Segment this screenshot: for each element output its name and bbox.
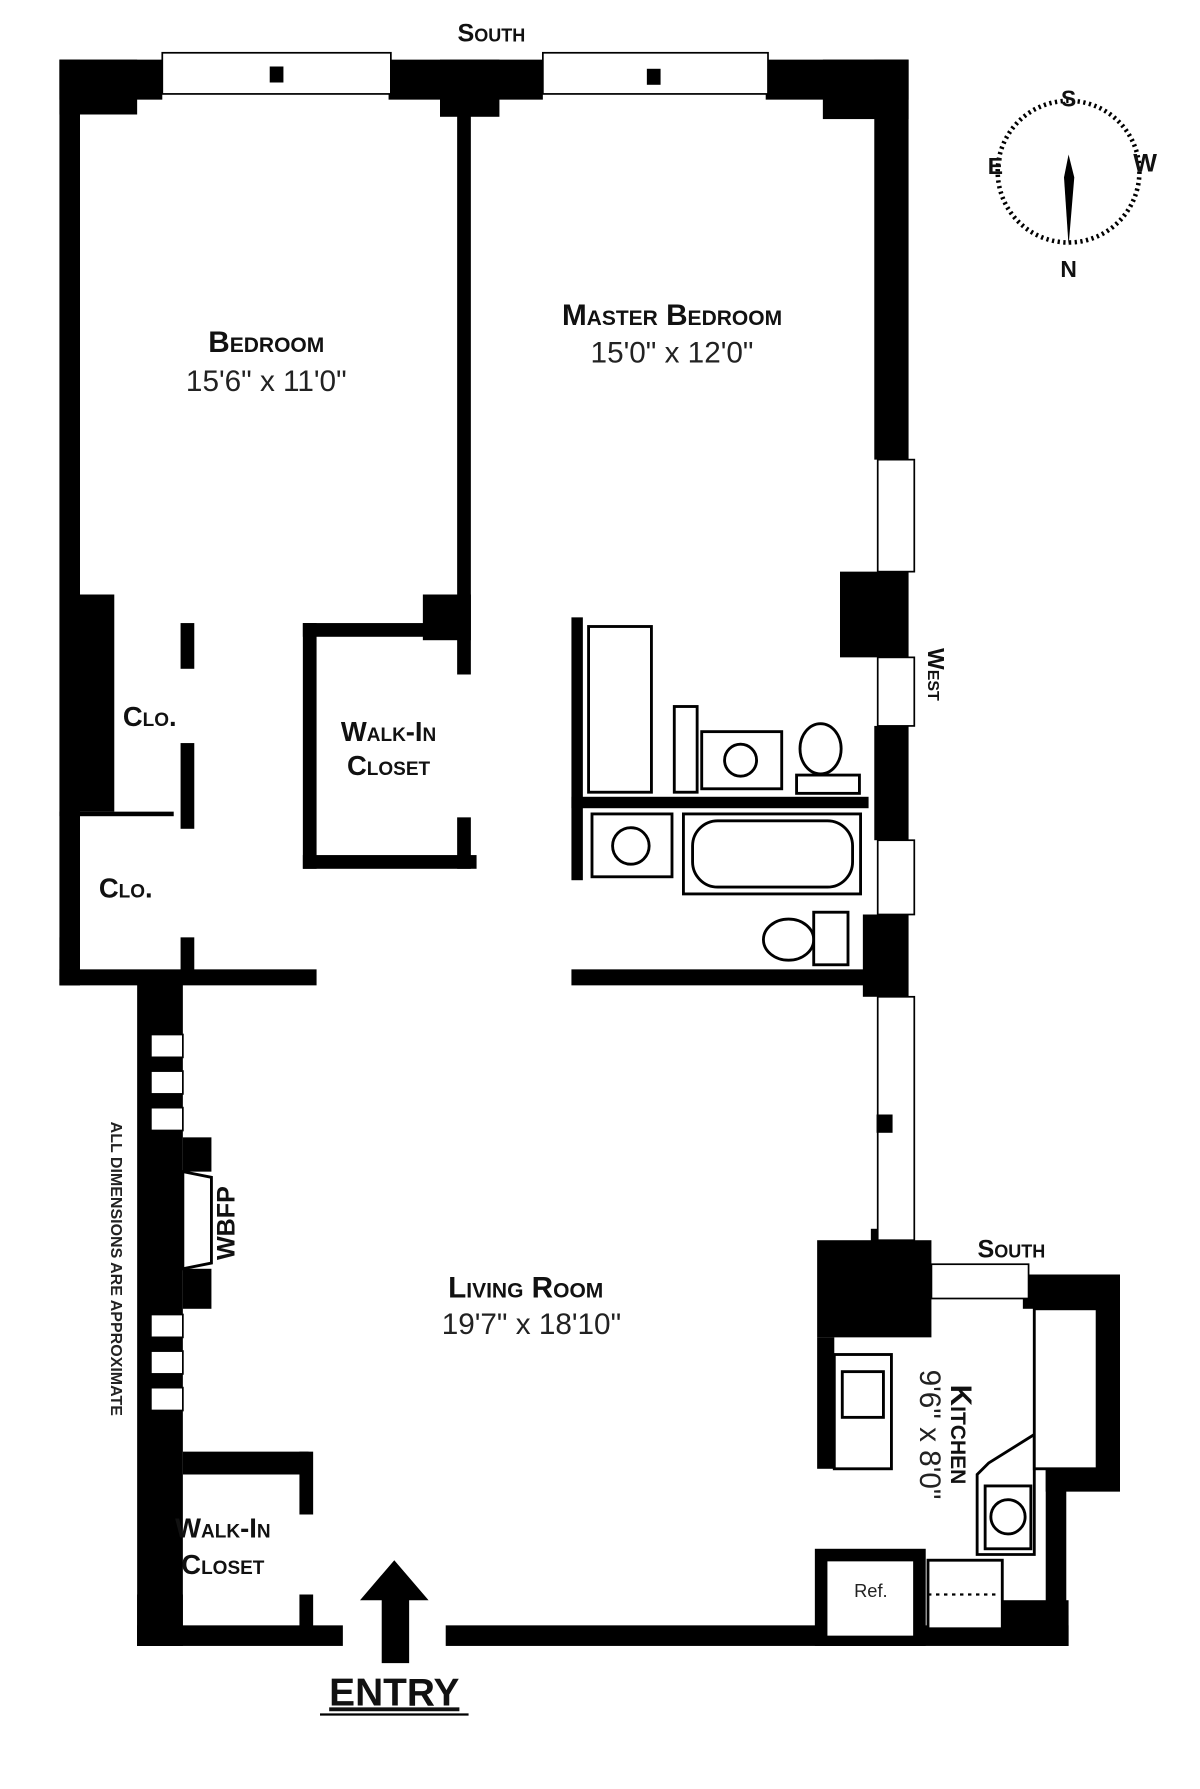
compass-west: W: [1133, 150, 1157, 178]
bedroom-size: 15'6" x 11'0": [186, 365, 347, 398]
walk-in-closet-living-line2: Closet: [181, 1549, 265, 1580]
living-room-name: Living Room: [448, 1271, 603, 1304]
kitchen-fixtures: [814, 1307, 1099, 1646]
walk-in-closet-bedroom-line2: Closet: [347, 750, 431, 781]
bathroom-fixtures: [587, 625, 862, 967]
interior-walls: [59, 114, 869, 986]
compass-north: N: [1060, 256, 1077, 282]
walk-in-closet-bedroom-line1: Walk-In: [341, 716, 436, 747]
closet-label-lower: Clo.: [99, 872, 153, 903]
living-room-size: 19'7" x 18'10": [442, 1308, 621, 1341]
closet-label-upper: Clo.: [123, 701, 177, 732]
kitchen-name: Kitchen: [944, 1385, 977, 1485]
orientation-west: West: [923, 648, 949, 701]
orientation-south-kitchen: South: [978, 1235, 1046, 1263]
compass-south: S: [1061, 86, 1076, 112]
compass-icon: S W E N: [988, 86, 1157, 282]
entry-arrow-icon: [360, 1560, 429, 1664]
disclaimer: All dimensions are approximate: [107, 1122, 124, 1417]
master-bedroom-size: 15'0" x 12'0": [591, 337, 754, 370]
walk-in-closet-living-line1: Walk-In: [175, 1512, 270, 1543]
compass-east: E: [988, 153, 1003, 179]
master-bedroom-name: Master Bedroom: [562, 299, 782, 332]
refrigerator-label: Ref.: [854, 1580, 888, 1601]
windows: [150, 51, 1030, 1412]
fireplace-label: WBFP: [212, 1186, 240, 1260]
orientation-south-top: South: [458, 19, 526, 47]
kitchen-size: 9'6" x 8'0": [913, 1370, 946, 1500]
bedroom-name: Bedroom: [208, 326, 324, 359]
entry-label: Entry: [329, 1671, 459, 1714]
